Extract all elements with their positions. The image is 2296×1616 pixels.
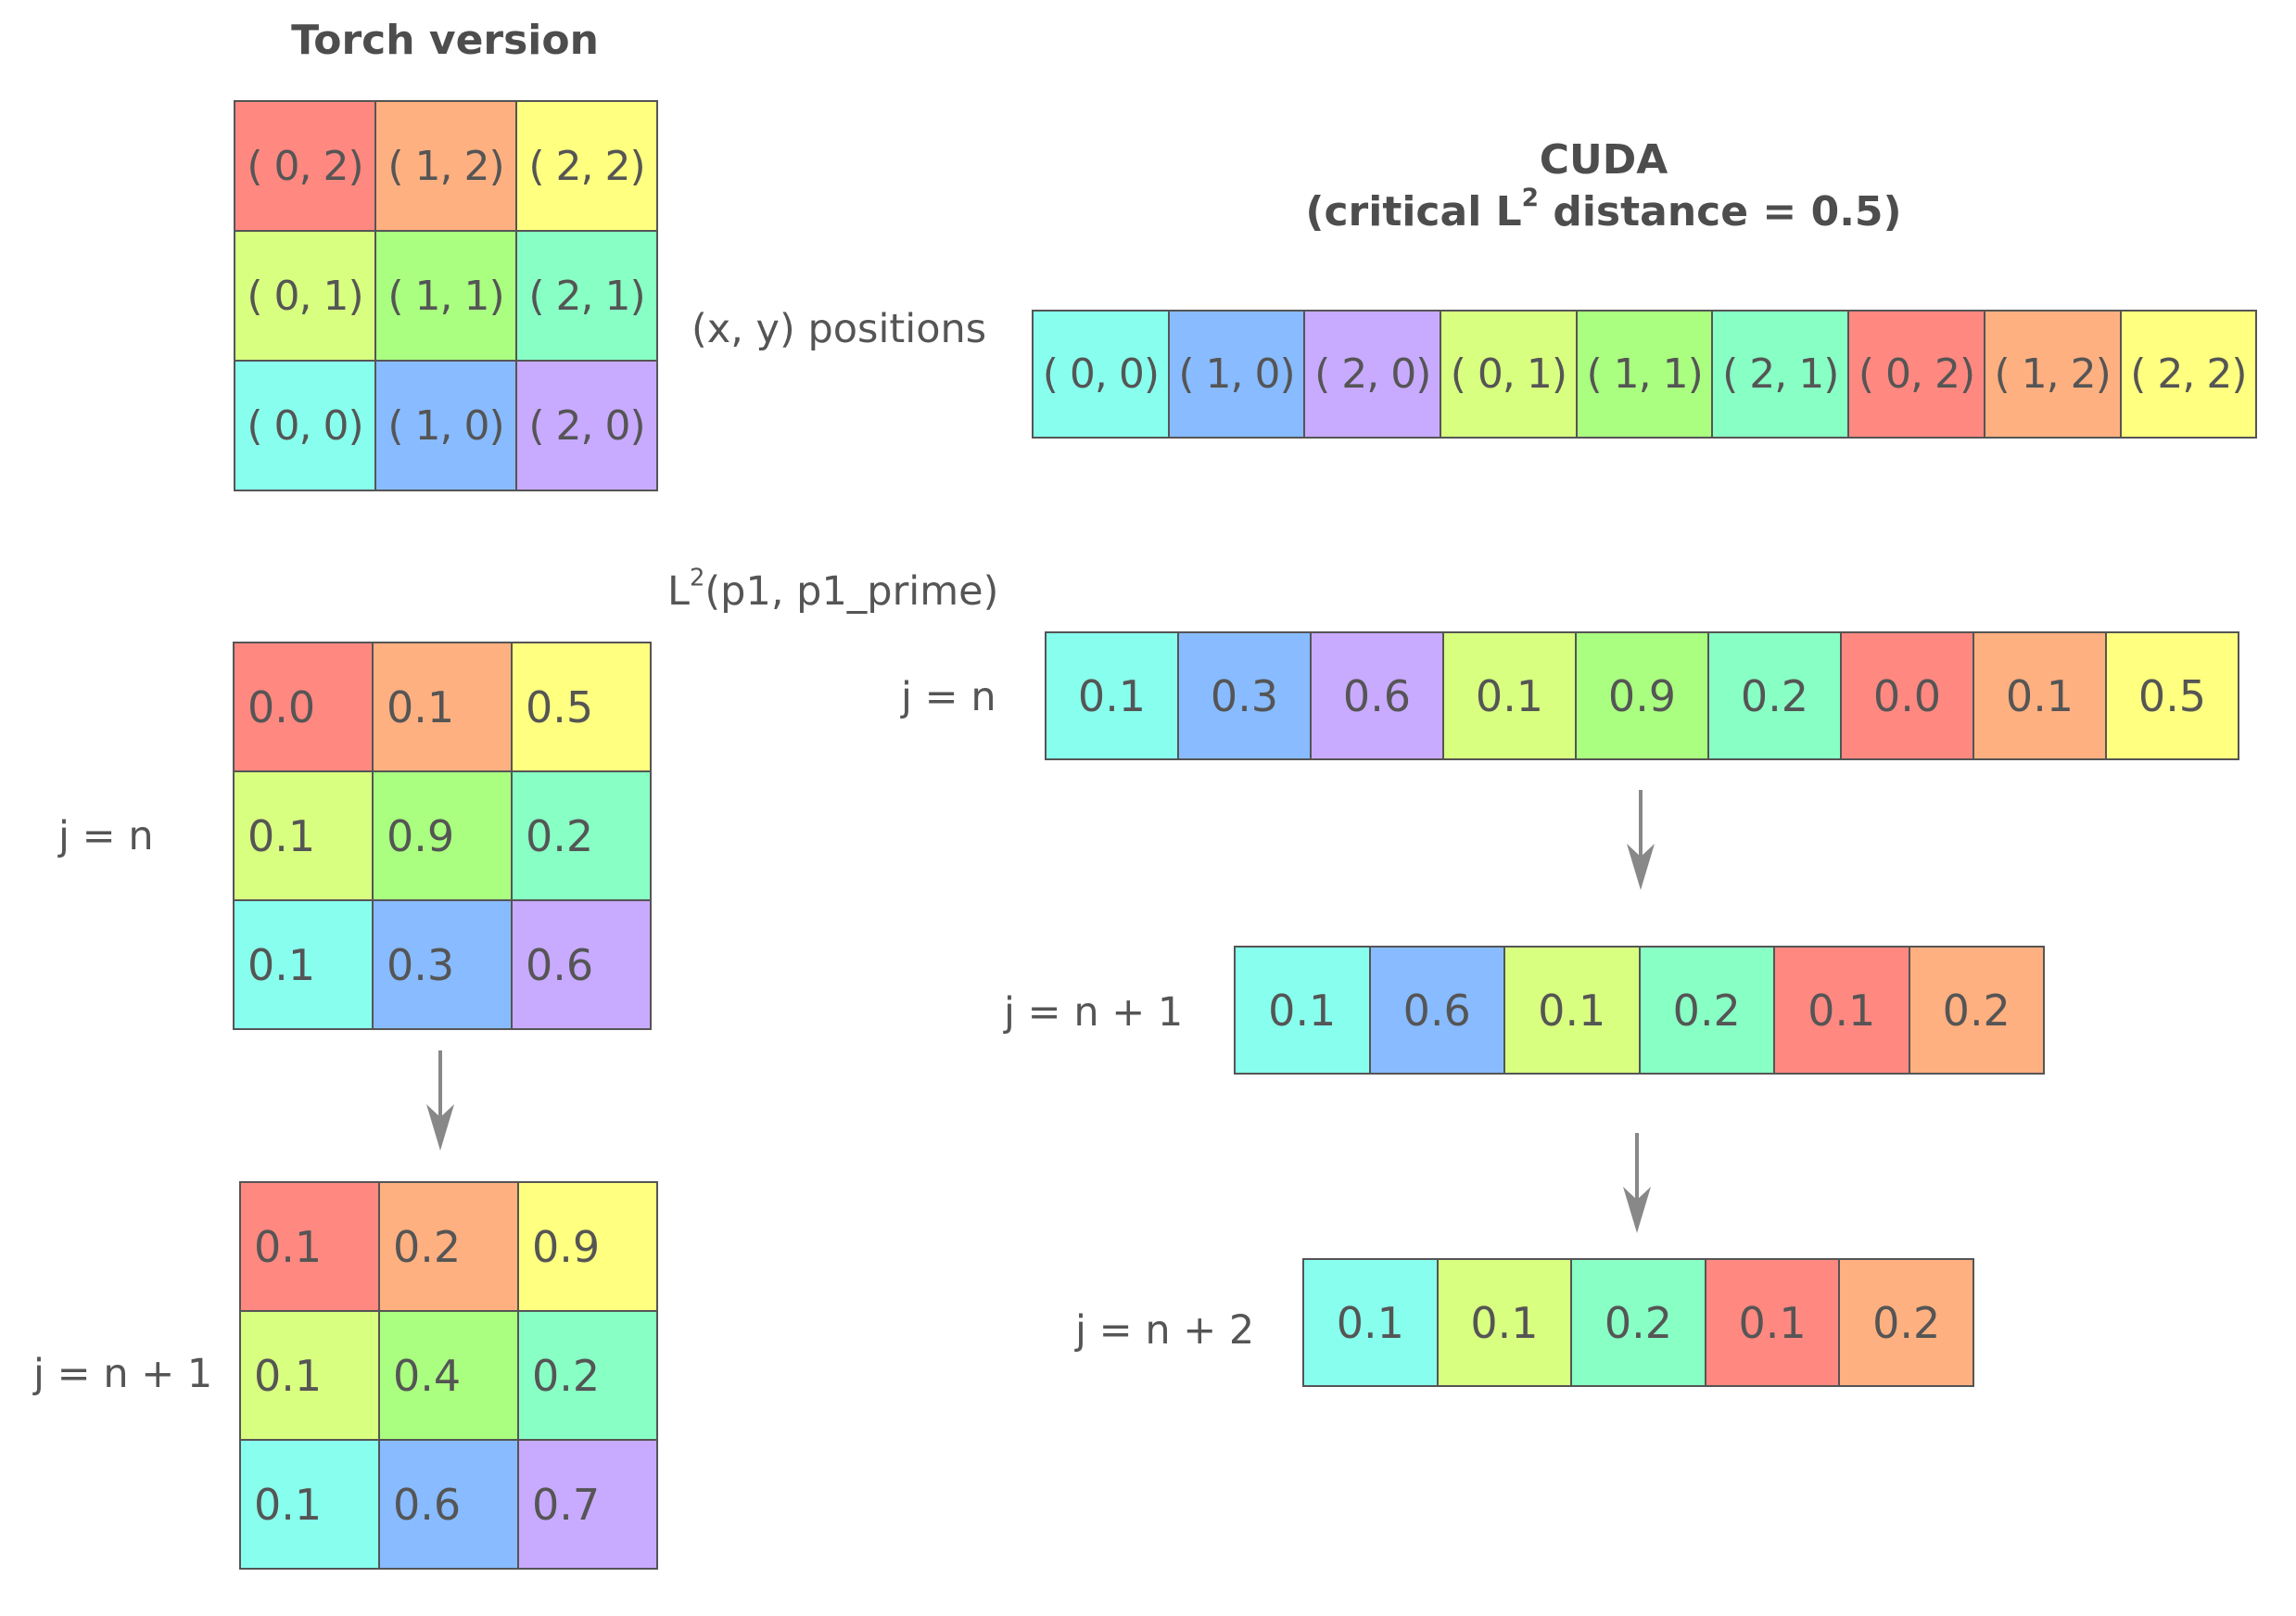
distance-cell: 0.1 bbox=[241, 1441, 380, 1570]
distance-cell: 0.1 bbox=[374, 643, 513, 772]
torch-title: Torch version bbox=[291, 17, 599, 64]
distance-cell: 0.6 bbox=[1312, 633, 1444, 760]
distance-cell: 0.3 bbox=[1179, 633, 1312, 760]
distance-cell: 0.1 bbox=[235, 772, 374, 901]
cuda-step-n2-label: j = n + 2 bbox=[1075, 1307, 1255, 1354]
distance-cell: 0.1 bbox=[1236, 948, 1371, 1075]
cuda-title-line1: CUDA bbox=[1539, 136, 1668, 184]
cuda-step-n1-label: j = n + 1 bbox=[1004, 989, 1184, 1036]
distance-cell: 0.1 bbox=[1438, 1260, 1573, 1387]
distance-cell: 0.1 bbox=[1444, 633, 1577, 760]
distance-cell: 0.1 bbox=[1706, 1260, 1841, 1387]
distance-cell: 0.5 bbox=[513, 643, 652, 772]
distance-cell: 0.6 bbox=[513, 901, 652, 1030]
distance-cell: 0.6 bbox=[380, 1441, 519, 1570]
position-cell: ( 2, 0) bbox=[517, 362, 658, 491]
cuda-down-arrow-2-icon bbox=[1623, 1133, 1651, 1233]
cuda-step-n-label: j = n bbox=[901, 674, 996, 720]
position-cell: ( 1, 0) bbox=[376, 362, 517, 491]
distance-cell: 0.1 bbox=[235, 901, 374, 1030]
position-cell: ( 1, 0) bbox=[1169, 312, 1306, 439]
distance-cell: 0.3 bbox=[374, 901, 513, 1030]
position-cell: ( 1, 2) bbox=[376, 102, 517, 232]
torch-step-n-label: j = n bbox=[58, 813, 154, 859]
position-cell: ( 2, 2) bbox=[517, 102, 658, 232]
torch-down-arrow-icon bbox=[426, 1050, 454, 1151]
distance-cell: 0.1 bbox=[1047, 633, 1179, 760]
distance-cell: 0.1 bbox=[1304, 1260, 1439, 1387]
cuda-positions-row: ( 0, 0)( 1, 0)( 2, 0)( 0, 1)( 1, 1)( 2, … bbox=[1032, 310, 2258, 439]
distance-cell: 0.7 bbox=[519, 1441, 658, 1570]
distance-cell: 0.6 bbox=[1370, 948, 1505, 1075]
distance-cell: 0.2 bbox=[1709, 633, 1842, 760]
position-cell: ( 0, 0) bbox=[235, 362, 376, 491]
distance-cell: 0.1 bbox=[1505, 948, 1641, 1075]
torch-positions-grid: ( 0, 2)( 1, 2)( 2, 2) ( 0, 1)( 1, 1)( 2, … bbox=[234, 100, 658, 491]
position-cell: ( 0, 1) bbox=[235, 232, 376, 362]
distance-cell: 0.2 bbox=[513, 772, 652, 901]
position-cell: ( 2, 1) bbox=[517, 232, 658, 362]
cuda-title: CUDA (critical L2 distance = 0.5) bbox=[1205, 134, 2002, 238]
distance-cell: 0.2 bbox=[1572, 1260, 1706, 1387]
distance-cell: 0.1 bbox=[1775, 948, 1910, 1075]
positions-label: (x, y) positions bbox=[691, 306, 987, 352]
distance-cell: 0.4 bbox=[380, 1312, 519, 1441]
distance-cell: 0.2 bbox=[1840, 1260, 1974, 1387]
torch-step-n1-label: j = n + 1 bbox=[33, 1351, 213, 1397]
distance-cell: 0.1 bbox=[241, 1312, 380, 1441]
position-cell: ( 2, 1) bbox=[1713, 312, 1850, 439]
distance-cell: 0.1 bbox=[241, 1183, 380, 1312]
position-cell: ( 2, 0) bbox=[1305, 312, 1442, 439]
distance-cell: 0.2 bbox=[1640, 948, 1775, 1075]
position-cell: ( 0, 2) bbox=[1849, 312, 1985, 439]
position-cell: ( 0, 1) bbox=[1441, 312, 1578, 439]
position-cell: ( 0, 0) bbox=[1034, 312, 1170, 439]
distance-cell: 0.9 bbox=[1577, 633, 1709, 760]
position-cell: ( 1, 2) bbox=[1985, 312, 2122, 439]
distance-cell: 0.0 bbox=[235, 643, 374, 772]
distance-cell: 0.2 bbox=[380, 1183, 519, 1312]
position-cell: ( 1, 1) bbox=[376, 232, 517, 362]
cuda-title-line2: (critical L2 distance = 0.5) bbox=[1305, 183, 1902, 235]
position-cell: ( 0, 2) bbox=[235, 102, 376, 232]
distance-cell: 0.2 bbox=[519, 1312, 658, 1441]
distance-cell: 0.0 bbox=[1842, 633, 1974, 760]
position-cell: ( 2, 2) bbox=[2121, 312, 2258, 439]
distance-cell: 0.1 bbox=[1974, 633, 2107, 760]
cuda-down-arrow-1-icon bbox=[1627, 790, 1655, 890]
distance-cell: 0.9 bbox=[374, 772, 513, 901]
distance-cell: 0.5 bbox=[2107, 633, 2239, 760]
distance-cell: 0.9 bbox=[519, 1183, 658, 1312]
l2-label: L2(p1, p1_prime) bbox=[667, 564, 999, 615]
position-cell: ( 1, 1) bbox=[1577, 312, 1714, 439]
distance-cell: 0.2 bbox=[1909, 948, 2045, 1075]
